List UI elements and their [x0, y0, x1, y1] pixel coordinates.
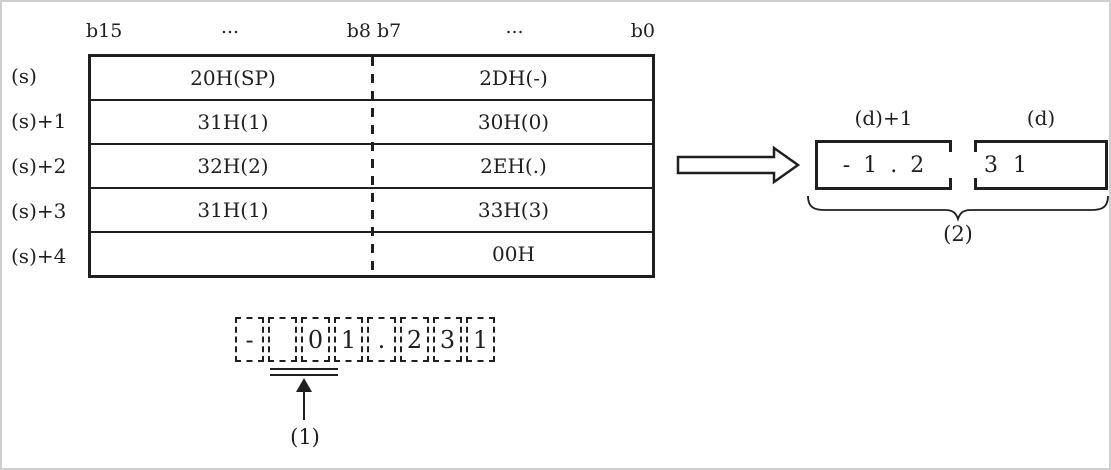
bit-label-b0: b0: [630, 20, 655, 42]
dest-plus1-word-box: - 1 . 2: [815, 140, 952, 190]
high-byte-cell: 31H(1): [197, 198, 269, 222]
bit-header-ellipsis-left: ...: [220, 16, 240, 38]
display-char-box: 1: [334, 317, 363, 362]
dest-label: (d): [1026, 106, 1056, 130]
word-address-label: (s)+1: [11, 109, 67, 134]
byte-boundary-divider: [371, 57, 374, 275]
high-byte-cell: 20H(SP): [190, 66, 276, 90]
display-char-box: -: [235, 317, 264, 362]
low-byte-cell: 30H(0): [477, 110, 550, 134]
bit-label-b8-b7: b8 b7: [346, 20, 402, 42]
annotation-1: (1): [290, 425, 320, 449]
low-byte-cell: 33H(3): [477, 198, 550, 222]
display-char-box: 2: [400, 317, 429, 362]
up-arrow-line: [303, 391, 305, 420]
low-byte-cell: 2DH(-): [479, 66, 548, 90]
up-arrow-icon: [296, 378, 312, 392]
dest-word-box: 3 1: [974, 140, 1108, 190]
double-underline: [270, 368, 338, 376]
word-address-column: (s) (s)+1 (s)+2 (s)+3 (s)+4: [11, 54, 86, 278]
table-row: 00H: [91, 233, 652, 275]
word-address-label: (s)+3: [11, 198, 67, 223]
annotation-2: (2): [943, 222, 973, 246]
table-row: 32H(2) 2EH(.): [91, 145, 652, 189]
right-arrow-icon: [676, 145, 801, 185]
dest-plus1-label: (d)+1: [854, 106, 913, 130]
high-byte-cell: [91, 233, 375, 275]
word-address-label: (s)+2: [11, 153, 67, 178]
bit-label-b15: b15: [86, 20, 123, 42]
curly-brace: [807, 195, 1109, 222]
low-byte-cell: 2EH(.): [480, 154, 547, 178]
display-char-box: [268, 317, 297, 362]
display-char-box: 0: [301, 317, 330, 362]
bit-header-ellipsis-right: ...: [505, 16, 524, 38]
word-address-label: (s): [11, 64, 37, 89]
display-char-box: .: [367, 317, 396, 362]
display-char-box: 3: [433, 317, 462, 362]
high-byte-cell: 31H(1): [197, 110, 269, 134]
display-char-strip: - 0 1 . 2 3 1: [235, 317, 495, 362]
word-address-label: (s)+4: [11, 243, 67, 268]
display-char-box: 1: [466, 317, 495, 362]
high-byte-cell: 32H(2): [197, 154, 269, 178]
low-byte-cell: 00H: [492, 242, 535, 266]
